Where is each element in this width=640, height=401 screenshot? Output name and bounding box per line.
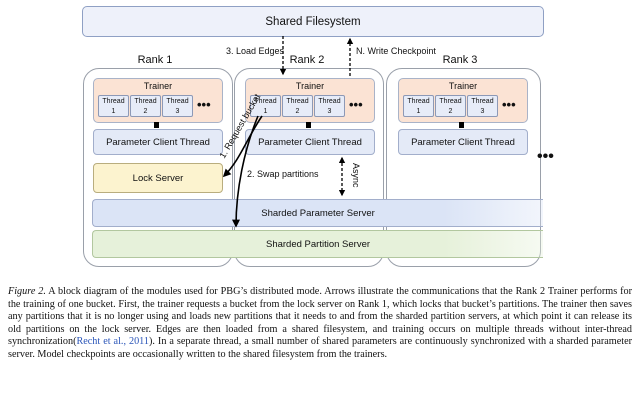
trainer-client-connector	[306, 122, 311, 128]
rank-3-parameter-client-thread: Parameter Client Thread	[398, 129, 528, 155]
rank-1-parameter-client-thread: Parameter Client Thread	[93, 129, 223, 155]
more-threads-ellipsis: •••	[349, 97, 363, 112]
caption-text-end: ). In a separate thread, a small number …	[8, 336, 632, 360]
request-bucket-arrow	[222, 115, 263, 178]
shared-filesystem-box: Shared Filesystem	[82, 6, 544, 37]
swap-partitions-arrow	[232, 115, 259, 228]
rank-3-title: Rank 3	[442, 54, 478, 66]
more-threads-ellipsis: •••	[197, 97, 211, 112]
load-edges-label: 3. Load Edges	[226, 46, 285, 56]
trainer-client-connector	[154, 122, 159, 128]
async-label: Async	[351, 163, 361, 188]
figure-caption: Figure 2. A block diagram of the modules…	[8, 286, 632, 362]
sharded-partition-server: Sharded Partition Server	[92, 230, 543, 258]
more-threads-ellipsis: •••	[502, 97, 516, 112]
rank-2-title: Rank 2	[289, 54, 325, 66]
more-ranks-ellipsis: •••	[537, 148, 554, 165]
swap-partitions-label: 2. Swap partitions	[247, 169, 319, 179]
write-checkpoint-label: N. Write Checkpoint	[356, 46, 436, 56]
lock-server: Lock Server	[93, 163, 223, 193]
trainer-title: Trainer	[295, 81, 325, 91]
caption-text: A block diagram of the modules used for …	[8, 286, 632, 348]
rank-1-title: Rank 1	[137, 54, 173, 66]
shared-filesystem-label: Shared Filesystem	[265, 15, 361, 28]
figure-label: Figure 2.	[8, 286, 46, 297]
trainer-title: Trainer	[448, 81, 478, 91]
trainer-client-connector	[459, 122, 464, 128]
sharded-parameter-server: Sharded Parameter Server	[92, 199, 543, 227]
trainer-title: Trainer	[143, 81, 173, 91]
rank-2-parameter-client-thread: Parameter Client Thread	[245, 129, 375, 155]
citation-link[interactable]: Recht et al., 2011	[76, 336, 149, 348]
